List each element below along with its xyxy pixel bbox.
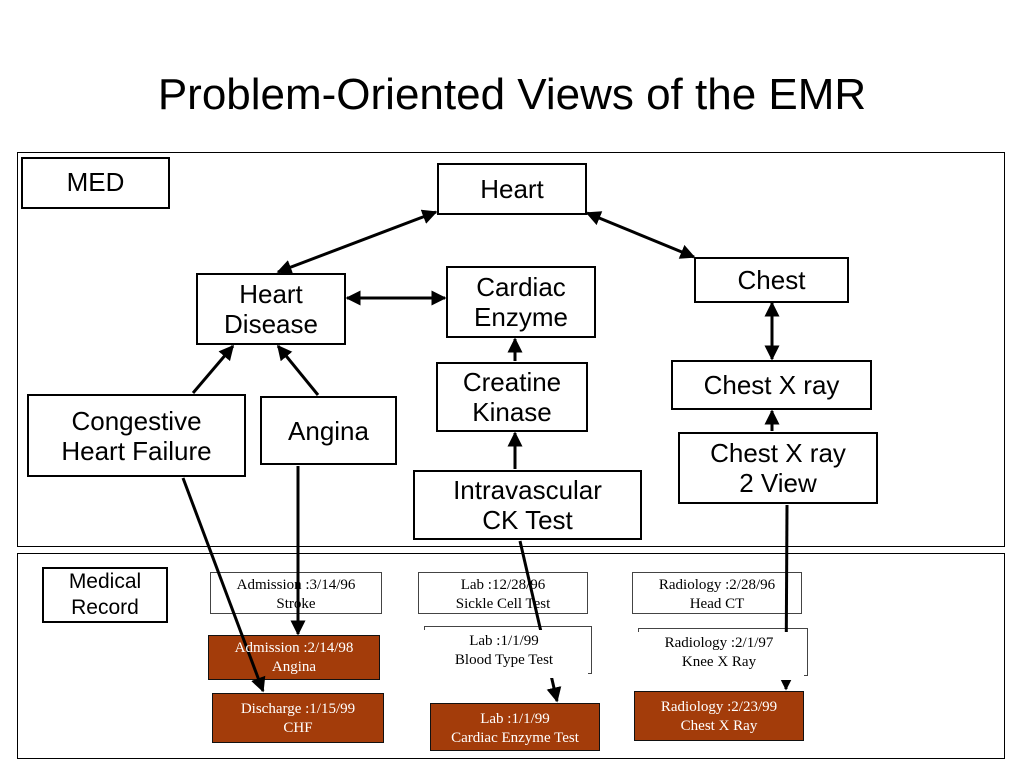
record-lab-blood-type[interactable]: Lab :1/1/99 Blood Type Test xyxy=(420,626,592,678)
cardiac-enzyme-node[interactable]: Cardiac Enzyme xyxy=(446,266,596,338)
chf-node[interactable]: Congestive Heart Failure xyxy=(27,394,246,477)
record-radiology-head-ct[interactable]: Radiology :2/28/96 Head CT xyxy=(632,572,802,614)
chest-node[interactable]: Chest xyxy=(694,257,849,303)
heart-disease-node[interactable]: Heart Disease xyxy=(196,273,346,345)
record-lab-sickle-cell[interactable]: Lab :12/28/96 Sickle Cell Test xyxy=(418,572,588,614)
heart-node[interactable]: Heart xyxy=(437,163,587,215)
record-lab-cardiac-enzyme[interactable]: Lab :1/1/99 Cardiac Enzyme Test xyxy=(430,703,600,751)
angina-node[interactable]: Angina xyxy=(260,396,397,465)
med-panel xyxy=(17,152,1005,547)
record-radiology-chest[interactable]: Radiology :2/23/99 Chest X Ray xyxy=(634,691,804,741)
med-label: MED xyxy=(21,157,170,209)
intravascular-ck-node[interactable]: Intravascular CK Test xyxy=(413,470,642,540)
creatine-kinase-node[interactable]: Creatine Kinase xyxy=(436,362,588,432)
record-radiology-knee[interactable]: Radiology :2/1/97 Knee X Ray xyxy=(634,628,808,680)
chest-xray-node[interactable]: Chest X ray xyxy=(671,360,872,410)
page-title: Problem-Oriented Views of the EMR xyxy=(157,70,867,119)
record-discharge-chf[interactable]: Discharge :1/15/99 CHF xyxy=(212,693,384,743)
chest-xray-2view-node[interactable]: Chest X ray 2 View xyxy=(678,432,878,504)
medical-record-panel xyxy=(17,553,1005,759)
record-admission-angina[interactable]: Admission :2/14/98 Angina xyxy=(208,635,380,680)
record-admission-stroke[interactable]: Admission :3/14/96 Stroke xyxy=(210,572,382,614)
medical-record-label: Medical Record xyxy=(42,567,168,623)
